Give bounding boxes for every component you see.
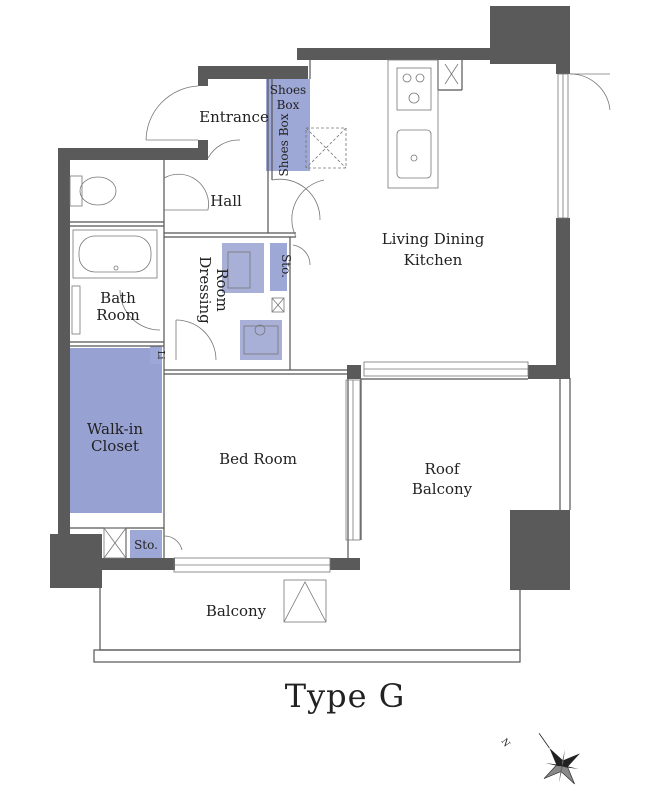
wall-entrance-left-upper <box>198 66 208 86</box>
wall-toilet-top <box>58 148 208 160</box>
shoes-box-area <box>266 79 310 171</box>
linen-label: Li <box>155 351 165 360</box>
bed-room-label: Bed Room <box>219 450 297 468</box>
storage-label-2: Sto. <box>134 538 158 552</box>
storage-area-1 <box>270 243 287 291</box>
wall-bedroom-bottom-right <box>330 558 360 570</box>
compass-icon <box>538 733 581 785</box>
wall-ldk-corner <box>347 365 361 379</box>
compass-north-label: N <box>499 737 512 749</box>
wall-right-top <box>556 60 570 74</box>
wall-entrance-top <box>198 66 308 79</box>
ceiling-hatch <box>103 127 347 559</box>
plan-title: Type G <box>285 677 406 715</box>
walk-in-closet-area <box>70 348 162 513</box>
wall-top <box>297 48 497 60</box>
balcony-hatch <box>283 579 327 623</box>
entrance-label: Entrance <box>199 108 269 126</box>
wall-column-bottom-right <box>510 510 570 590</box>
balcony-label: Balcony <box>206 602 267 620</box>
windows <box>173 73 569 573</box>
balcony-outlines <box>93 378 571 663</box>
vanity-fixture <box>227 251 285 355</box>
wall-ldk-bottom <box>528 365 570 379</box>
wall-column-top-right <box>490 6 570 64</box>
storage-area-2 <box>130 530 162 558</box>
bathtub-fixture <box>71 229 158 335</box>
vanity-area <box>222 243 264 293</box>
walls <box>50 6 570 590</box>
doors <box>119 73 611 551</box>
wall-left <box>58 148 70 538</box>
storage-label-1: Sto. <box>279 254 293 278</box>
shoes-box-label-2: Shoes Box <box>277 113 291 176</box>
wall-right <box>556 218 570 378</box>
toilet-fixture <box>69 175 117 207</box>
linen-area <box>150 346 162 364</box>
wall-bedroom-bottom-left <box>100 558 175 570</box>
washer-area <box>240 320 282 360</box>
hall-label: Hall <box>210 192 242 210</box>
kitchen-counter <box>387 59 459 189</box>
wall-column-bottom-left <box>50 534 102 588</box>
dressing-room-label: DressingRoom <box>196 256 231 324</box>
